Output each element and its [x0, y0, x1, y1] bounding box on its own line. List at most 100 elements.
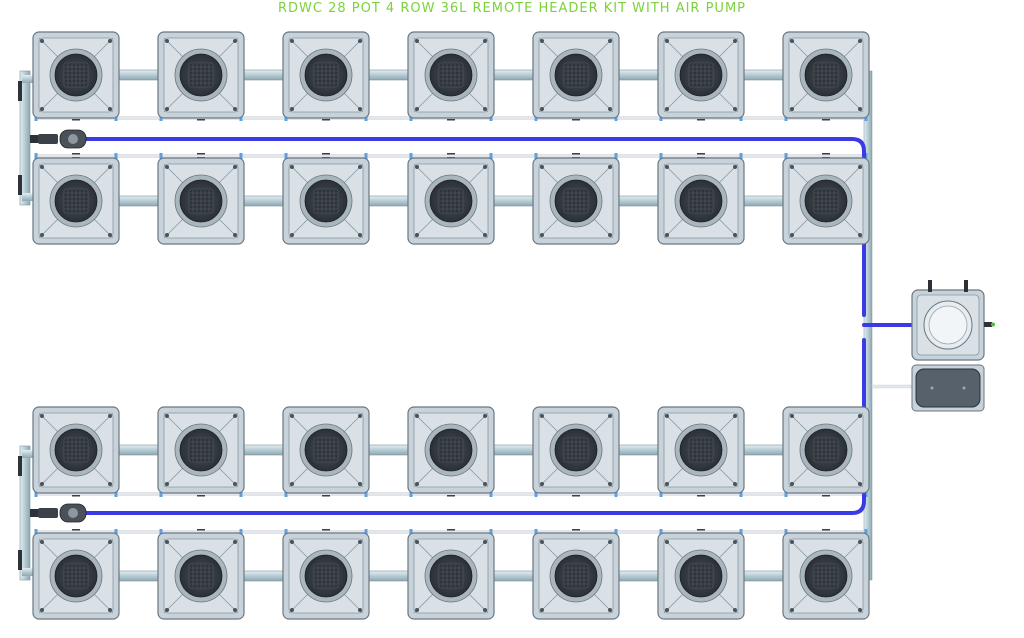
air-line-top — [78, 137, 866, 317]
air-tube-marker — [239, 491, 243, 497]
net-pot-icon — [32, 406, 120, 494]
elbow — [22, 568, 34, 576]
pot-screw — [165, 39, 169, 43]
pot-screw — [40, 482, 44, 486]
net-pot-icon — [782, 157, 870, 245]
grommet — [72, 153, 80, 155]
air-tube-marker — [239, 529, 243, 535]
net-pot-icon — [657, 157, 745, 245]
air-tube-marker — [784, 115, 788, 121]
pot-screw — [790, 233, 794, 237]
pot-screw — [40, 414, 44, 418]
pot-screw — [233, 107, 237, 111]
pot-screw — [165, 540, 169, 544]
pipework — [18, 67, 913, 586]
pot-screw — [733, 540, 737, 544]
pot-screw — [858, 608, 862, 612]
grommet — [72, 529, 80, 531]
air-tube-marker — [409, 529, 413, 535]
air-tube-marker — [489, 153, 493, 159]
net-pot-icon — [32, 157, 120, 245]
net-pot-icon — [532, 157, 620, 245]
air-tube-marker — [534, 529, 538, 535]
pot-screw — [233, 482, 237, 486]
pot-screw — [40, 608, 44, 612]
pot-screw — [608, 107, 612, 111]
pot-screw — [540, 39, 544, 43]
pot-screw — [483, 233, 487, 237]
pot-screw — [233, 540, 237, 544]
pot-screw — [233, 608, 237, 612]
pot-screw — [165, 414, 169, 418]
air-connector-icon — [30, 129, 87, 149]
air-tube-marker — [364, 153, 368, 159]
net-pot-icon — [657, 406, 745, 494]
net-pot-icon — [157, 31, 245, 119]
pot-screw — [540, 107, 544, 111]
air-pump-icon — [911, 364, 985, 412]
header-tank-icon — [911, 280, 995, 361]
pot-screw — [665, 482, 669, 486]
net-pot-icon — [407, 532, 495, 620]
grommet — [197, 119, 205, 121]
grommet — [572, 495, 580, 497]
pot-screw — [733, 107, 737, 111]
pot-screw — [858, 107, 862, 111]
diagram-title: RDWC 28 POT 4 ROW 36L REMOTE HEADER KIT … — [277, 1, 747, 16]
pot-screw — [290, 482, 294, 486]
pot-screw — [108, 165, 112, 169]
air-tube-marker — [284, 153, 288, 159]
net-pot-icon — [407, 406, 495, 494]
pipe-clip — [18, 81, 22, 101]
pot-screw — [790, 540, 794, 544]
pot-screw — [233, 414, 237, 418]
air-tube-marker — [34, 491, 38, 497]
pot-screw — [415, 608, 419, 612]
pot-screw — [858, 39, 862, 43]
pot-screw — [290, 107, 294, 111]
net-pot-icon — [657, 532, 745, 620]
grommet — [697, 153, 705, 155]
net-pot-icon — [282, 31, 370, 119]
pot-screw — [665, 540, 669, 544]
pot-screw — [165, 608, 169, 612]
pot-screw — [790, 482, 794, 486]
pot-screw — [790, 107, 794, 111]
pot-screw — [290, 540, 294, 544]
pot-screw — [540, 165, 544, 169]
air-tube-marker — [784, 491, 788, 497]
grommet — [322, 153, 330, 155]
pot-screw — [858, 540, 862, 544]
pot-screw — [608, 233, 612, 237]
air-tube-marker — [284, 529, 288, 535]
net-pot-icon — [532, 406, 620, 494]
air-tube-marker — [114, 115, 118, 121]
air-tube-marker — [534, 491, 538, 497]
pot-screw — [108, 414, 112, 418]
air-tube-marker — [284, 491, 288, 497]
grommet — [447, 119, 455, 121]
air-tube-marker — [739, 529, 743, 535]
pot-screw — [165, 233, 169, 237]
pot-screw — [608, 608, 612, 612]
pot-screw — [733, 482, 737, 486]
pot-screw — [540, 540, 544, 544]
pot-screw — [665, 608, 669, 612]
air-tube-marker — [34, 115, 38, 121]
pot-screw — [608, 482, 612, 486]
air-tube-marker — [864, 529, 868, 535]
pot-screw — [540, 233, 544, 237]
tank-handle — [928, 280, 932, 292]
net-pot-icon — [657, 31, 745, 119]
grommet — [822, 153, 830, 155]
pot-screw — [415, 165, 419, 169]
pot-screw — [415, 540, 419, 544]
pot-screw — [108, 540, 112, 544]
air-tube-marker — [364, 529, 368, 535]
net-pot-icon — [157, 157, 245, 245]
air-tube-marker — [534, 115, 538, 121]
pot-screw — [40, 540, 44, 544]
pot-screw — [165, 165, 169, 169]
air-tube-marker — [489, 529, 493, 535]
pot-screw — [665, 165, 669, 169]
